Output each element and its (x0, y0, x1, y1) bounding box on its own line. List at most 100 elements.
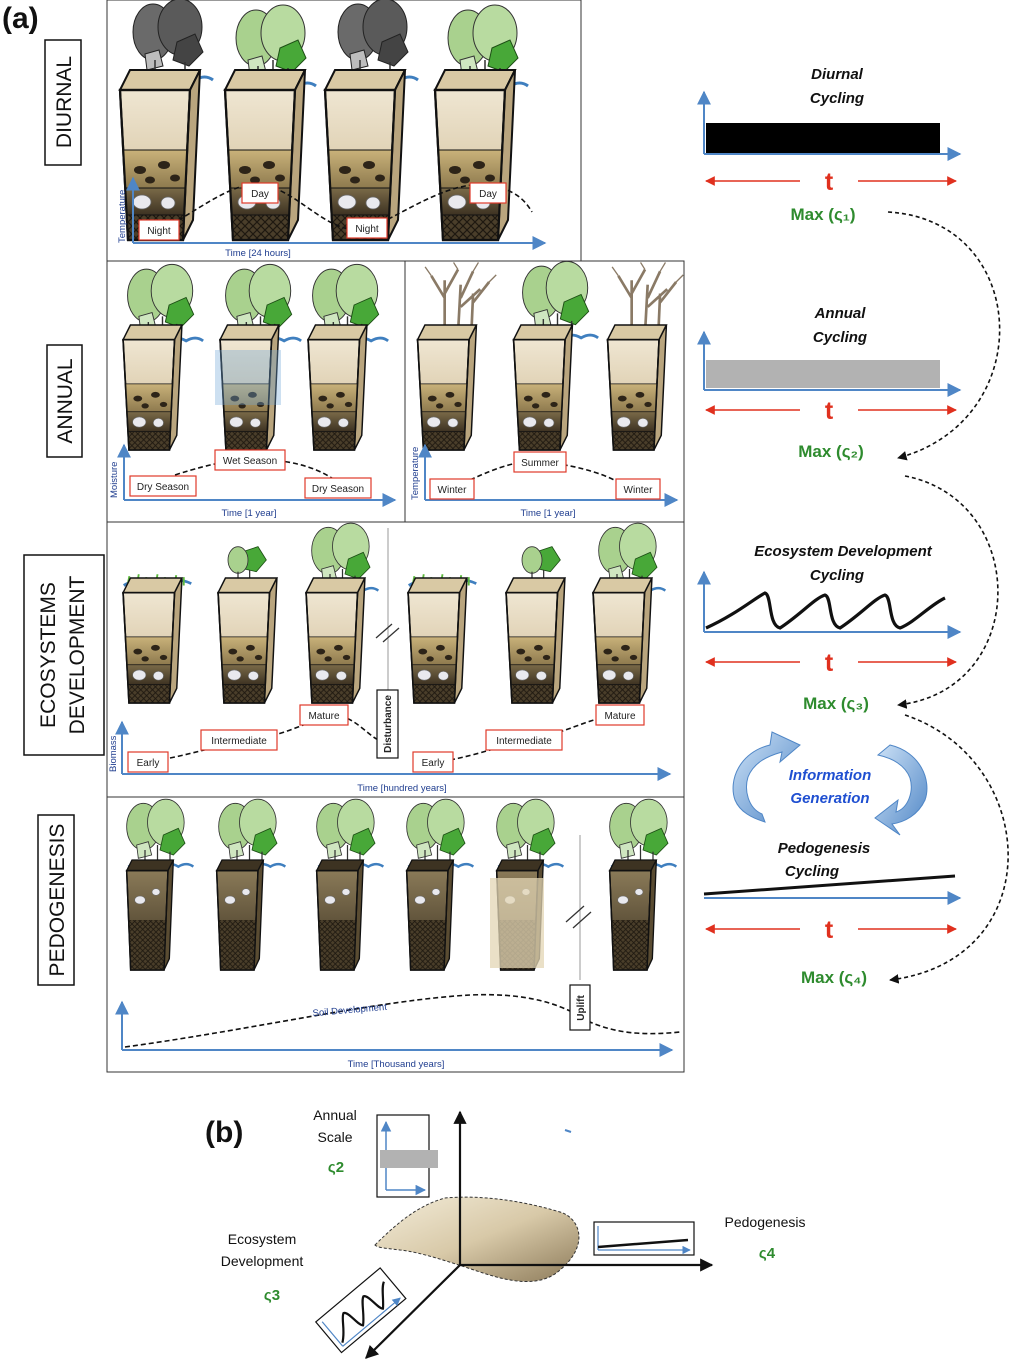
pedogenesis-cycling: Pedogenesis Cycling t Max (ς₄) (703, 840, 962, 987)
soil-profile-icon (217, 576, 278, 705)
inset-pedogenesis-line (597, 1238, 689, 1249)
b-ecosystem-name-line1: Ecosystem (228, 1231, 296, 1247)
soil-profile-icon (223, 68, 307, 242)
diurnal-y-label: Temperature (117, 190, 128, 243)
annual-cycling-title-line2: Cycling (813, 329, 867, 346)
pedogenesis-row: PEDOGENESIS Time [Thousand years] Soil D… (37, 796, 685, 1073)
soil-profile-icon (307, 323, 368, 452)
ecosystem-stage-label: Early (422, 758, 445, 769)
pedogenesis-side-title: PEDOGENESIS (46, 824, 69, 977)
diurnal-side-title: DIURNAL (53, 56, 76, 148)
annual-row: ANNUAL Moisture Time [1 year] Dry Season… (46, 259, 685, 523)
inset-x-axis (342, 1297, 401, 1347)
ecosystem-stage-box (485, 729, 563, 751)
annual-right-stage-box (513, 451, 567, 473)
diurnal-cycling-title-line2: Cycling (810, 90, 864, 107)
ecosystem-t-label: t (825, 649, 834, 677)
annual-side-title: ANNUAL (54, 358, 77, 443)
soil-profile-icon (606, 324, 668, 451)
ecosystem-stage-box (200, 729, 278, 751)
annual-max-label: Max (ς₂) (798, 442, 864, 461)
time-break-icon (375, 623, 400, 643)
ecosystem-row: ECOSYSTEMS DEVELOPMENT Biomass Time [hun… (23, 521, 685, 798)
pedogenesis-side-box (37, 814, 75, 986)
annual-side-box (46, 344, 83, 458)
inset-y-axis (321, 1321, 344, 1347)
annual-left-stage-box (214, 449, 286, 471)
diurnal-stage-box (241, 182, 279, 204)
diurnal-stage-label: Night (147, 226, 171, 237)
annual-cycling-oscillation (706, 360, 940, 388)
connector-2-3 (897, 475, 999, 709)
information-surface (374, 1196, 580, 1282)
water-layer (215, 350, 281, 405)
ecosystem-cycling-curve (705, 591, 946, 630)
annual-t-label: t (825, 397, 834, 425)
weathered-layer (490, 878, 544, 968)
ecosystem-side-box (23, 554, 105, 756)
time-break-icon (565, 905, 592, 929)
b-annual-name-line2: Scale (317, 1129, 352, 1145)
soil-profile-icon (305, 576, 366, 705)
diurnal-cycling-title-line1: Diurnal (811, 66, 864, 83)
ecosystem-cycling: Ecosystem Development Cycling t Max (ς₃) (697, 543, 962, 713)
ecosystem-cycling-title-line1: Ecosystem Development (754, 543, 933, 560)
connector-1-2 (887, 211, 1001, 461)
pedogenesis-profile-icon (125, 858, 175, 972)
diurnal-cycling-bar (706, 123, 940, 153)
diurnal-cycling: Diurnal Cycling t Max (ς₁) (697, 66, 962, 224)
annual-left-x-label: Time [1 year] (221, 508, 276, 519)
b-ecosystem-inset-frame (314, 1267, 407, 1354)
ecosystem-max-label: Max (ς₃) (803, 694, 869, 713)
ecosystem-cycling-title-line2: Cycling (810, 567, 864, 584)
inset-ecosystem-curve (341, 1281, 385, 1343)
pedogenesis-cycling-line (703, 874, 956, 896)
annual-right-stage-box (429, 478, 475, 500)
soil-profile-icon (592, 576, 653, 705)
pedogenesis-max-label: Max (ς₄) (801, 968, 867, 987)
annual-left-stage-box (129, 475, 197, 497)
soil-profile-icon (433, 68, 517, 242)
b-annual-symbol: ς2 (328, 1159, 344, 1176)
soil-development-curve (124, 993, 681, 1048)
annual-left-y-label: Moisture (109, 462, 120, 498)
soil-profile-icon (505, 576, 566, 705)
b-ecosystem-name-line2: Development (221, 1253, 304, 1269)
ecosystem-side-title-line1: ECOSYSTEMS (37, 582, 60, 728)
ecosystem-stage-label: Early (137, 758, 160, 769)
annual-right-stage-box (615, 478, 661, 500)
annual-left-stage-label: Dry Season (312, 484, 364, 495)
diurnal-max-label: Max (ς₁) (791, 205, 856, 224)
panel-a-letter: (a) (2, 2, 39, 35)
cycle-arrow-right-icon (874, 744, 928, 836)
disturbance-box (376, 689, 399, 759)
annual-left-stage-box (304, 477, 372, 499)
disturbance-label: Disturbance (383, 695, 394, 753)
ecosystem-stage-label: Mature (604, 711, 636, 722)
max-connectors (887, 211, 1009, 984)
pedogenesis-t-label: t (825, 916, 834, 944)
pedogenesis-profile-icon (315, 858, 365, 972)
soil-profile-icon (323, 68, 407, 242)
ecosystem-side-title-line2: DEVELOPMENT (66, 575, 89, 734)
annual-right-y-label: Temperature (410, 447, 421, 500)
panel-b-letter: (b) (205, 1116, 243, 1149)
ecosystem-x-label: Time [hundred years] (357, 783, 446, 794)
pedogenesis-profile-icon (405, 858, 455, 972)
annual-left-stage-label: Wet Season (223, 456, 277, 467)
annual-left-stage-label: Dry Season (137, 482, 189, 493)
b-ecosystem-inset (314, 1267, 407, 1354)
b-ecosystem-symbol: ς3 (264, 1287, 280, 1304)
diurnal-stage-label: Night (355, 224, 379, 235)
annual-right-stage-label: Winter (438, 485, 468, 496)
diurnal-stage-box (138, 219, 180, 241)
soil-profile-icon (122, 576, 183, 705)
annual-right-x-label: Time [1 year] (520, 508, 575, 519)
annual-right-stage-label: Summer (521, 458, 559, 469)
soil-profile-icon (512, 324, 574, 451)
inset-annual-oscillation (380, 1150, 438, 1168)
ecosystem-stage-box (595, 704, 645, 726)
info-generation-line2: Generation (790, 790, 869, 807)
diurnal-side-box (44, 39, 82, 166)
